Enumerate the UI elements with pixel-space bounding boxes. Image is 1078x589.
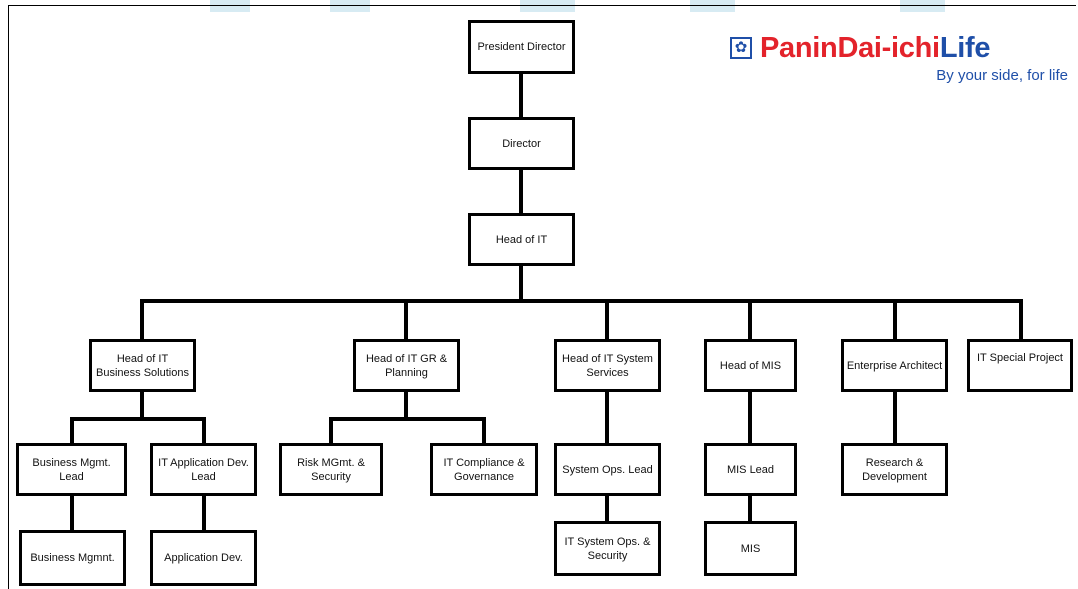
node-business-mgmt-lead: Business Mgmt. Lead <box>16 443 127 496</box>
node-head-it-system-services: Head of IT System Services <box>554 339 661 392</box>
chart-frame <box>8 5 1076 589</box>
node-head-of-mis: Head of MIS <box>704 339 797 392</box>
node-enterprise-architect: Enterprise Architect <box>841 339 948 392</box>
node-it-system-ops-security: IT System Ops. & Security <box>554 521 661 576</box>
node-director: Director <box>468 117 575 170</box>
node-head-it-gr-planning: Head of IT GR & Planning <box>353 339 460 392</box>
node-risk-mgmt-security: Risk MGmt. & Security <box>279 443 383 496</box>
flower-emblem-icon: ✿ <box>730 37 752 59</box>
node-it-application-dev-lead: IT Application Dev. Lead <box>150 443 257 496</box>
node-system-ops-lead: System Ops. Lead <box>554 443 661 496</box>
company-logo: ✿ PaninDai-ichiLife By your side, for li… <box>730 32 1070 93</box>
node-president-director: President Director <box>468 20 575 74</box>
node-business-mgmnt: Business Mgmnt. <box>19 530 126 586</box>
node-it-special-project: IT Special Project <box>967 339 1073 392</box>
node-mis-lead: MIS Lead <box>704 443 797 496</box>
node-it-compliance-governance: IT Compliance & Governance <box>430 443 538 496</box>
node-head-of-it: Head of IT <box>468 213 575 266</box>
node-research-development: Research & Development <box>841 443 948 496</box>
logo-tagline: By your side, for life <box>936 67 1068 84</box>
node-mis: MIS <box>704 521 797 576</box>
node-head-it-business-solutions: Head of IT Business Solutions <box>89 339 196 392</box>
logo-brand-text: PaninDai-ichiLife <box>760 32 991 64</box>
node-application-dev: Application Dev. <box>150 530 257 586</box>
